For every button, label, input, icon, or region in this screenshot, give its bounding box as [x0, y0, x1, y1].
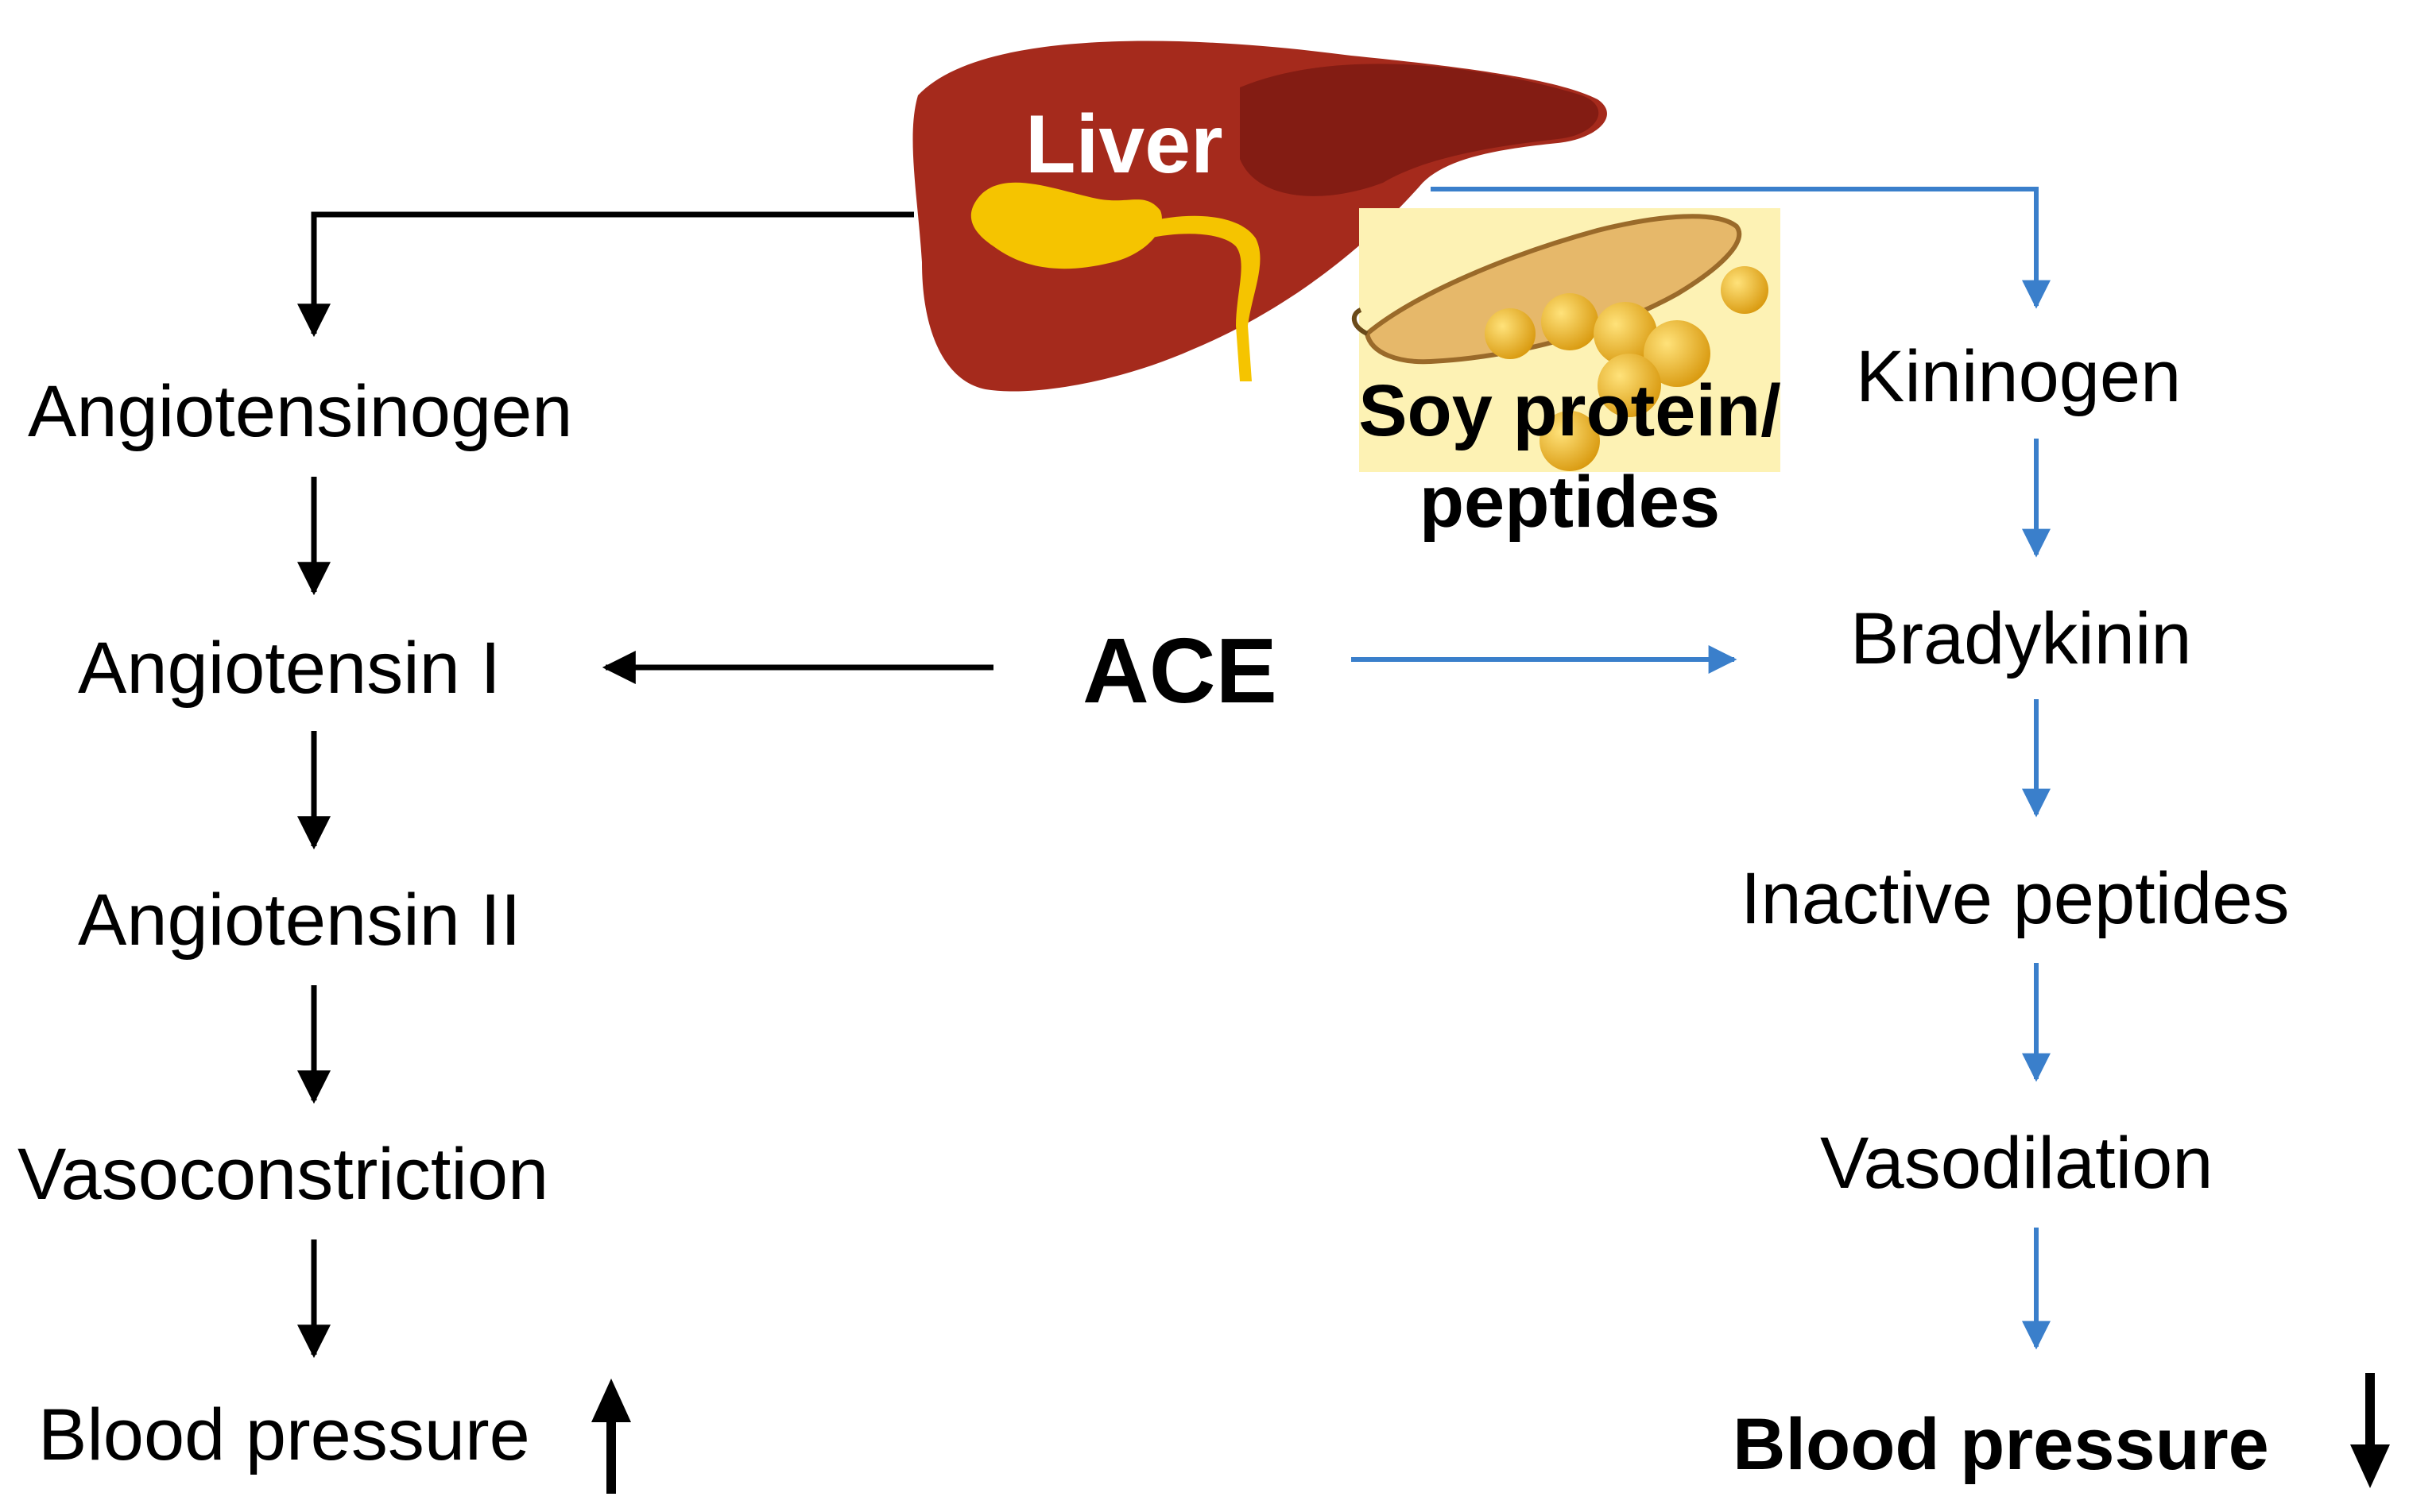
step-angiotensin-1: Angiotensin I	[78, 628, 501, 709]
step-kininogen: Kininogen	[1856, 336, 2182, 417]
liver-to-kininogen-arrow	[1431, 187, 2051, 309]
left-pathway-arrows	[297, 211, 993, 1359]
soybean-icon	[1351, 208, 1780, 472]
liver-to-angiotensinogen-arrow	[297, 211, 914, 338]
step-angiotensin-2: Angiotensin II	[78, 880, 521, 961]
right-pathway-arrows	[1351, 187, 2051, 1350]
step-angiotensinogen: Angiotensinogen	[28, 371, 573, 452]
step-blood-pressure-right: Blood pressure	[1733, 1404, 2269, 1485]
ace-label: ACE	[1083, 619, 1277, 722]
step-bradykinin: Bradykinin	[1850, 598, 2192, 679]
liver-label: Liver	[1025, 99, 1223, 191]
soy-label-line2: peptides	[1419, 462, 1721, 543]
soy-label: Soy protein/ peptides	[1337, 365, 1803, 548]
step-vasodilation: Vasodilation	[1820, 1123, 2213, 1204]
liver-icon	[912, 41, 1607, 392]
step-blood-pressure-left: Blood pressure	[38, 1394, 530, 1475]
step-inactive-peptides: Inactive peptides	[1741, 858, 2290, 939]
step-vasoconstriction: Vasoconstriction	[17, 1134, 549, 1215]
bp-up-arrow-icon	[591, 1379, 631, 1494]
bp-down-arrow-icon	[2350, 1373, 2390, 1488]
soy-label-line1: Soy protein/	[1358, 370, 1781, 451]
